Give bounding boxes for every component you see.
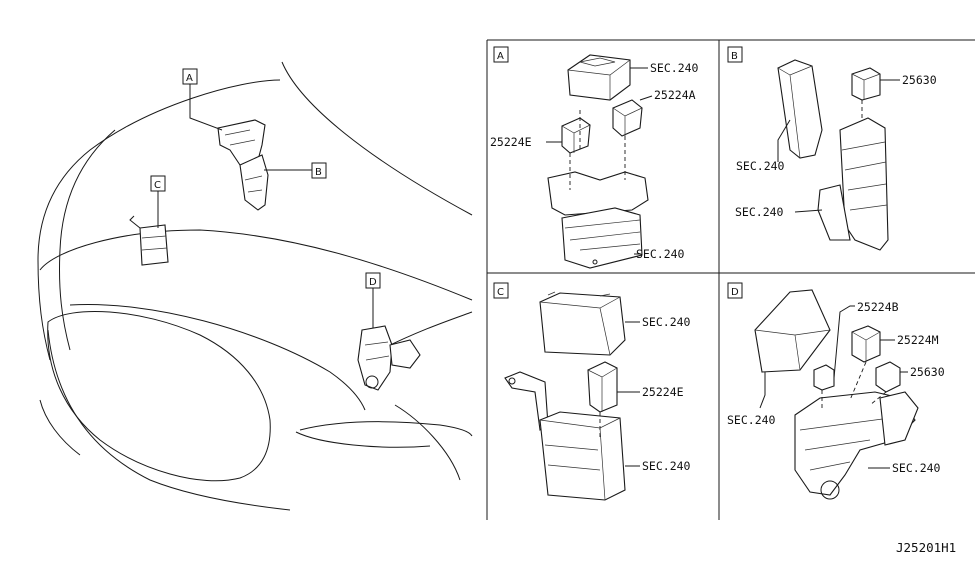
svg-text:25224A: 25224A — [654, 88, 696, 102]
panel-c-block — [539, 411, 626, 501]
svg-text:B: B — [731, 51, 738, 62]
panel-a: A SEC.240 25224A 25224E — [490, 46, 699, 269]
overview-callout-c: C — [150, 175, 166, 228]
overview-part-c — [129, 215, 169, 266]
svg-text:B: B — [315, 167, 322, 178]
panel-b-cover — [777, 59, 823, 159]
svg-text:25224E: 25224E — [490, 135, 532, 149]
svg-text:25224B: 25224B — [857, 300, 899, 314]
panel-c: C SEC.240 25224E SEC.240 — [493, 282, 691, 501]
svg-text:A: A — [497, 51, 504, 62]
diagram-code: J25201H1 — [896, 540, 956, 555]
svg-text:C: C — [154, 180, 161, 191]
panel-c-cover — [539, 291, 626, 356]
svg-text:25224M: 25224M — [897, 333, 939, 347]
panel-a-relay-25224a — [612, 99, 643, 137]
panel-d-relay-25224m — [851, 325, 881, 363]
panel-a-block — [547, 171, 649, 269]
panel-c-relay-25224e — [587, 361, 618, 413]
svg-text:C: C — [497, 287, 504, 298]
panel-grid — [486, 39, 975, 520]
svg-text:25224E: 25224E — [642, 385, 684, 399]
vehicle-overview: A B C D — [37, 61, 473, 511]
svg-text:SEC.240: SEC.240 — [736, 159, 785, 173]
svg-text:SEC.240: SEC.240 — [650, 61, 699, 75]
overview-callout-b: B — [264, 162, 327, 179]
svg-text:SEC.240: SEC.240 — [727, 413, 776, 427]
panel-d-relay-25630 — [875, 361, 901, 393]
panel-d: D 25224B 25224M 25630 — [727, 282, 945, 500]
svg-text:D: D — [369, 277, 377, 288]
svg-text:SEC.240: SEC.240 — [636, 247, 685, 261]
svg-text:D: D — [731, 287, 739, 298]
svg-text:SEC.240: SEC.240 — [892, 461, 941, 475]
panel-d-cover — [754, 289, 831, 373]
panel-b-block — [817, 117, 889, 251]
svg-text:25630: 25630 — [902, 73, 937, 87]
panel-a-relay-25224e — [561, 117, 591, 154]
overview-part-d — [357, 325, 421, 391]
panel-a-cover — [567, 54, 631, 101]
overview-callout-d: D — [365, 272, 381, 328]
svg-text:A: A — [186, 73, 193, 84]
panel-d-block — [794, 391, 919, 500]
panel-b: B 25630 SEC.240 SEC.240 — [727, 46, 937, 251]
panel-d-relay-25224b — [813, 364, 835, 391]
svg-text:SEC.240: SEC.240 — [735, 205, 784, 219]
svg-text:SEC.240: SEC.240 — [642, 459, 691, 473]
panel-b-relay-25630 — [851, 67, 881, 101]
svg-text:25630: 25630 — [910, 365, 945, 379]
svg-text:SEC.240: SEC.240 — [642, 315, 691, 329]
overview-callout-a: A — [182, 68, 223, 131]
overview-part-a-b — [217, 119, 269, 211]
